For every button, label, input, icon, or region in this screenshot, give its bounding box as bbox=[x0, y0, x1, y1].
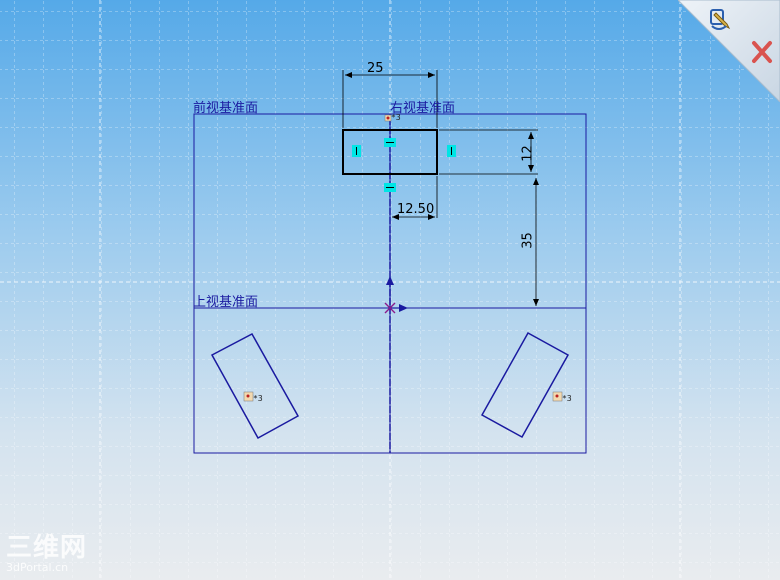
dimension-offset-x[interactable] bbox=[392, 176, 438, 220]
confirmation-corner bbox=[677, 0, 780, 103]
dimension-offset-y[interactable] bbox=[533, 178, 539, 306]
sketch-point-icon[interactable] bbox=[243, 391, 254, 402]
sketch-point-label: *3 bbox=[391, 113, 401, 122]
relation-horizontal-icon[interactable] bbox=[384, 183, 396, 192]
sketch-point-label: *3 bbox=[253, 394, 263, 403]
cancel-x-icon[interactable] bbox=[748, 38, 776, 66]
relation-vertical-icon[interactable] bbox=[447, 145, 456, 157]
dimension-offset-x-value[interactable]: 12.50 bbox=[397, 202, 435, 217]
dimension-width-value[interactable]: 25 bbox=[367, 61, 384, 76]
dimension-height[interactable] bbox=[439, 129, 538, 175]
sketch-exit-icon[interactable] bbox=[706, 4, 734, 32]
sketch-point-icon[interactable] bbox=[552, 391, 563, 402]
sketch-point-icon[interactable] bbox=[384, 114, 392, 122]
sketch-rectangle[interactable] bbox=[342, 129, 438, 175]
watermark-en: 3dPortal.cn bbox=[6, 561, 69, 574]
origin-icon[interactable] bbox=[384, 276, 408, 314]
sketch-point-label: *3 bbox=[562, 394, 572, 403]
relation-horizontal-icon[interactable] bbox=[384, 138, 396, 147]
dimension-width[interactable] bbox=[342, 70, 438, 128]
relation-vertical-icon[interactable] bbox=[352, 145, 361, 157]
sketch-rotated-rectangle-right[interactable] bbox=[480, 331, 570, 439]
dimension-height-value[interactable]: 12 bbox=[520, 145, 536, 162]
watermark-cn: 三维网 bbox=[6, 533, 88, 563]
dimension-offset-y-value[interactable]: 35 bbox=[520, 232, 536, 249]
sketch-rotated-rectangle-left[interactable] bbox=[210, 332, 300, 440]
front-plane-label[interactable]: 前视基准面 bbox=[193, 101, 259, 116]
confirmation-corner-bg bbox=[677, 0, 780, 103]
right-plane-label[interactable]: 右视基准面 bbox=[390, 101, 456, 116]
top-plane-label[interactable]: 上视基准面 bbox=[193, 295, 259, 310]
watermark: 三维网 3dPortal.cn bbox=[6, 535, 87, 574]
